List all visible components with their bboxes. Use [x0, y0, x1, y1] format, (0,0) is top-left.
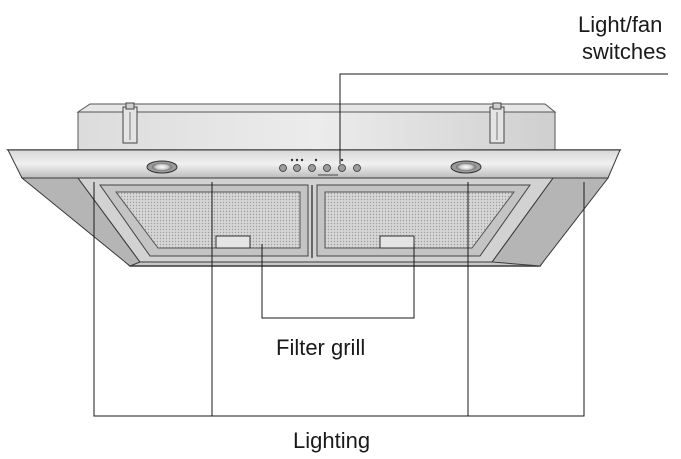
control-switches: [279, 158, 361, 176]
filter-handle-right: [379, 235, 415, 249]
lamp-right: [450, 160, 482, 174]
label-switches-line2: switches: [582, 39, 667, 64]
label-filter-grill: Filter grill: [276, 335, 366, 360]
mounting-bracket-right: [489, 102, 505, 144]
label-switches-line1: Light/fan: [578, 12, 663, 37]
leader-switches: [339, 73, 668, 164]
mounting-bracket-left: [122, 102, 138, 144]
label-lighting: Lighting: [293, 428, 371, 453]
filter-panel-left: [99, 184, 309, 257]
filter-panel-right: [316, 184, 531, 257]
filter-handle-left: [215, 235, 251, 249]
hood-housing: [76, 103, 557, 151]
leader-filter: [261, 244, 415, 319]
brand-badge: [318, 174, 338, 176]
leader-lighting: [93, 182, 585, 417]
lamp-left: [146, 160, 178, 174]
